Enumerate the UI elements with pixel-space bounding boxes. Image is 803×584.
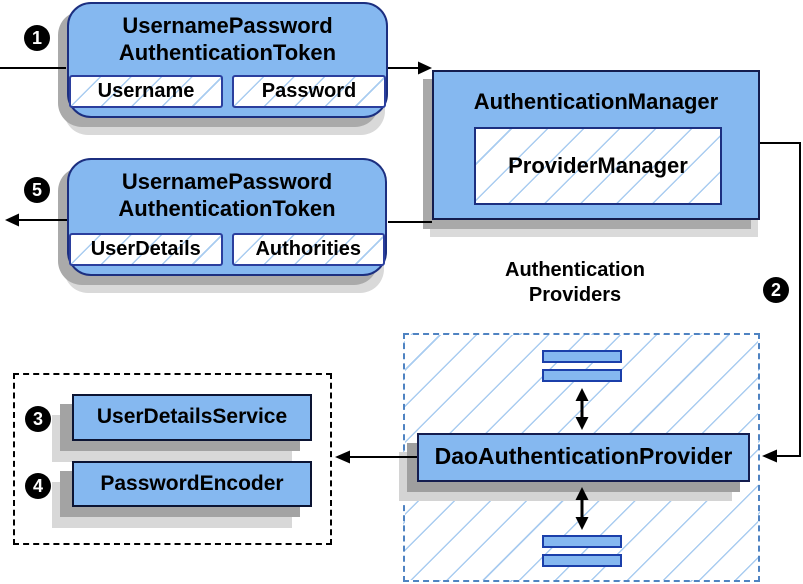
title-line-2: AuthenticationToken — [118, 40, 337, 65]
provider-placeholder-rect-top-1 — [542, 350, 622, 363]
node-provider-manager: ProviderManager — [474, 127, 722, 205]
arrowhead-provider-to-services — [335, 450, 350, 464]
provider-placeholder-rect-top-2 — [542, 369, 622, 382]
label-line-2: Providers — [528, 284, 622, 306]
token-fields: Username Password — [69, 75, 386, 108]
token-fields: UserDetails Authorities — [69, 233, 385, 266]
node-title: AuthenticationManager — [473, 89, 719, 114]
title-line-1: UsernamePassword — [122, 13, 333, 38]
step-badge-4: 4 — [25, 473, 51, 499]
node-password-encoder: PasswordEncoder — [72, 461, 312, 507]
node-title: UsernamePassword AuthenticationToken — [69, 160, 385, 222]
node-authentication-manager: AuthenticationManager ProviderManager — [432, 70, 760, 220]
node-username-password-token-request: UsernamePassword AuthenticationToken Use… — [67, 2, 388, 118]
node-dao-authentication-provider: DaoAuthenticationProvider — [417, 433, 750, 482]
step-badge-5: 5 — [24, 177, 50, 203]
node-title: UsernamePassword AuthenticationToken — [69, 4, 386, 66]
provider-placeholder-rect-bottom-2 — [542, 554, 622, 567]
arrowhead-request-to-manager — [418, 61, 432, 75]
provider-placeholder-rect-bottom-1 — [542, 535, 622, 548]
field-authorities: Authorities — [231, 233, 385, 266]
services-group-box — [13, 373, 332, 545]
node-username-password-token-result: UsernamePassword AuthenticationToken Use… — [67, 158, 387, 276]
label-line-1: Authentication — [505, 259, 645, 281]
providers-group-label: Authentication Providers — [455, 258, 695, 308]
field-password: Password — [232, 75, 386, 108]
step-badge-1: 1 — [24, 25, 50, 51]
step-badge-2: 2 — [763, 277, 789, 303]
field-username: Username — [69, 75, 223, 108]
arrowhead-manager-to-provider — [762, 449, 777, 463]
arrowhead-result-out — [5, 213, 19, 227]
title-line-1: UsernamePassword — [121, 169, 333, 194]
title-line-2: AuthenticationToken — [118, 196, 336, 221]
step-badge-3: 3 — [25, 406, 51, 432]
node-user-details-service: UserDetailsService — [72, 394, 312, 441]
field-userdetails: UserDetails — [69, 233, 223, 266]
